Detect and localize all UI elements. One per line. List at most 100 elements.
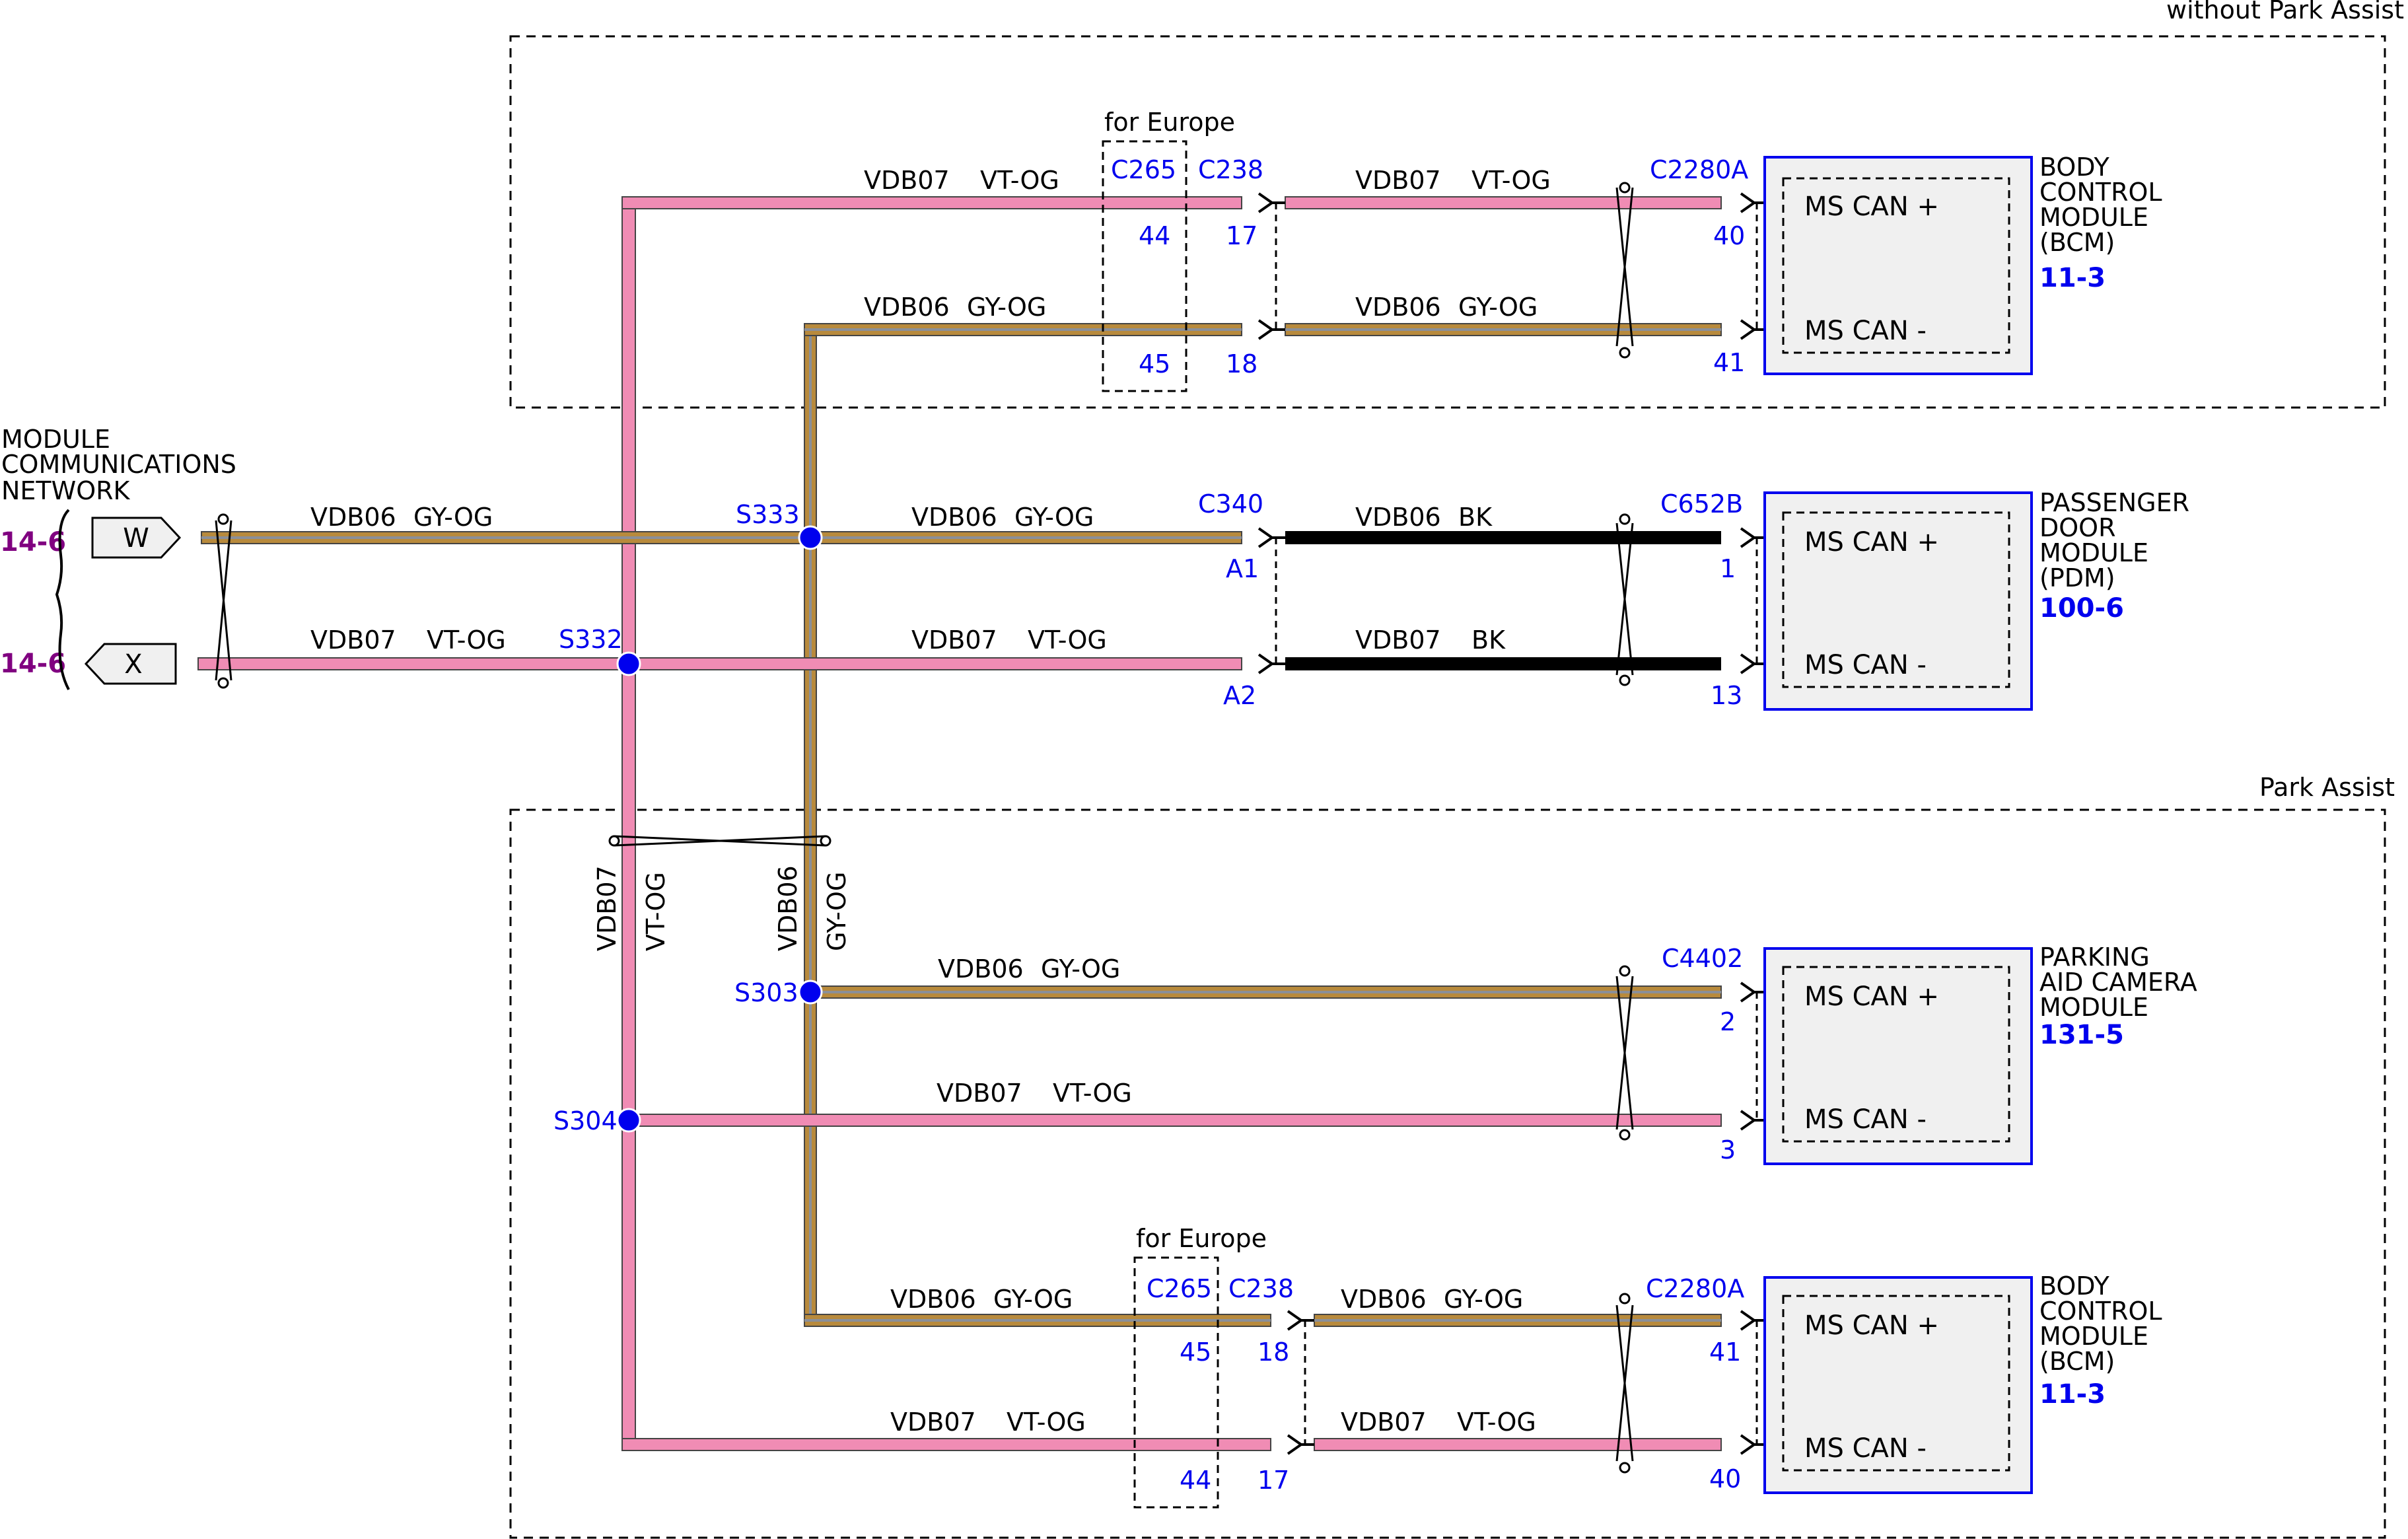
- svg-text:(BCM): (BCM): [2039, 228, 2115, 257]
- pin: A2: [1223, 681, 1256, 710]
- module-bcm-top: MS CAN + MS CAN -: [1763, 156, 2033, 375]
- network-ref-x[interactable]: 14-6: [0, 649, 66, 679]
- wire-label: GY-OG: [967, 293, 1046, 322]
- pin: 18: [1257, 1338, 1289, 1367]
- section-park-assist: [509, 808, 2386, 1539]
- network-label: MODULE COMMUNICATIONS NETWORK: [1, 425, 236, 505]
- module-label-pacm: PARKING AID CAMERA MODULE: [2039, 943, 2197, 1022]
- pin: 45: [1180, 1338, 1211, 1367]
- svg-text:(BCM): (BCM): [2039, 1347, 2115, 1376]
- wire-label: GY-OG: [1444, 1285, 1523, 1314]
- wire-vdb07-bk: [1285, 657, 1721, 670]
- pin: 1: [1720, 554, 1736, 583]
- svg-text:COMMUNICATIONS: COMMUNICATIONS: [1, 450, 236, 479]
- ref-pacm[interactable]: 131-5: [2039, 1020, 2124, 1050]
- section-label-park-assist: Park Assist: [2259, 773, 2395, 802]
- ref-pdm[interactable]: 100-6: [2039, 593, 2124, 624]
- connector-c652b: C652B: [1660, 489, 1743, 519]
- wire-label: VDB07: [592, 865, 621, 951]
- pin: 44: [1139, 221, 1170, 250]
- module-label-pdm: PASSENGER DOOR MODULE (PDM): [2039, 488, 2189, 592]
- pin: 2: [1720, 1007, 1736, 1036]
- svg-text:NETWORK: NETWORK: [1, 476, 131, 505]
- connector-c265-bottom: C265: [1147, 1274, 1212, 1303]
- pin: 41: [1709, 1338, 1741, 1367]
- wire-label: VDB06: [310, 503, 396, 532]
- connector-c4402: C4402: [1662, 944, 1743, 973]
- module-label-bcm-bottom: BODY CONTROL MODULE (BCM): [2039, 1271, 2162, 1376]
- wire-label: VT-OG: [1007, 1408, 1086, 1437]
- splice-label-s332: S332: [559, 625, 623, 654]
- svg-text:AID CAMERA: AID CAMERA: [2039, 968, 2197, 997]
- terminal-x-label: X: [124, 649, 142, 680]
- splice-label-s304: S304: [553, 1106, 618, 1135]
- twisted-pair-top-bcm: [1615, 182, 1634, 359]
- wire-label: VT-OG: [1053, 1079, 1132, 1108]
- ref-bcm-bottom[interactable]: 11-3: [2039, 1379, 2106, 1410]
- connector-c265-top: C265: [1111, 155, 1176, 184]
- svg-text:MODULE: MODULE: [2039, 993, 2148, 1022]
- pin: 40: [1713, 221, 1745, 250]
- module-label-bcm-top: BODY CONTROL MODULE (BCM): [2039, 153, 2162, 257]
- pin: 13: [1711, 681, 1742, 710]
- wire-label: VT-OG: [641, 872, 670, 951]
- svg-text:MODULE: MODULE: [2039, 203, 2148, 232]
- network-brace: [55, 509, 70, 690]
- wire-label: VDB06: [1355, 503, 1441, 532]
- wire-label: VDB06: [1355, 293, 1441, 322]
- terminal-w: [91, 517, 182, 559]
- wire-label: VDB06: [890, 1285, 976, 1314]
- twisted-pair-pacm: [1615, 965, 1634, 1141]
- svg-text:BODY: BODY: [2039, 153, 2109, 182]
- wire-vdb07-vertical: [621, 196, 636, 1451]
- svg-text:CONTROL: CONTROL: [2039, 178, 2162, 207]
- pin: A1: [1226, 554, 1259, 583]
- wire-vdb07-pacm: [628, 1114, 1722, 1127]
- for-europe-top-label: for Europe: [1104, 108, 1235, 137]
- section-without-park-assist: [509, 35, 2386, 409]
- splice-s332: [616, 651, 641, 676]
- can-plus-label: MS CAN +: [1804, 982, 1939, 1012]
- splice-s304: [616, 1108, 641, 1133]
- wire-label: VDB07: [864, 166, 950, 195]
- svg-text:PARKING: PARKING: [2039, 943, 2150, 972]
- wire-vdb07-bottom-left: [621, 1438, 1271, 1451]
- wire-label: VDB06: [773, 865, 802, 951]
- ref-bcm-top[interactable]: 11-3: [2039, 263, 2106, 293]
- twisted-pair-bottom-bcm: [1615, 1293, 1634, 1474]
- can-minus-label: MS CAN -: [1804, 1104, 1927, 1135]
- module-bcm-bottom: MS CAN + MS CAN -: [1763, 1276, 2033, 1494]
- wire-label: VDB06: [911, 503, 997, 532]
- for-europe-bottom-box: [1133, 1256, 1219, 1509]
- connector-c238-top: C238: [1198, 155, 1263, 184]
- wire-label: VDB07: [310, 626, 396, 655]
- terminal-x: [84, 643, 177, 685]
- svg-text:MODULE: MODULE: [2039, 1322, 2148, 1351]
- can-plus-label: MS CAN +: [1804, 1310, 1939, 1341]
- twisted-pair-network: [215, 513, 232, 689]
- svg-text:BODY: BODY: [2039, 1271, 2109, 1301]
- svg-text:MODULE: MODULE: [1, 425, 110, 454]
- can-plus-label: MS CAN +: [1804, 527, 1939, 557]
- module-pdm: MS CAN + MS CAN -: [1763, 491, 2033, 711]
- svg-text:PASSENGER: PASSENGER: [2039, 488, 2189, 517]
- network-ref-w[interactable]: 14-6: [0, 527, 66, 557]
- twisted-pair-pdm: [1615, 513, 1634, 686]
- pin: 44: [1180, 1466, 1211, 1495]
- connector-c2280a-top: C2280A: [1650, 155, 1748, 184]
- pin: 40: [1709, 1464, 1741, 1493]
- pin: 3: [1720, 1135, 1736, 1164]
- pin: 18: [1226, 349, 1257, 378]
- pin: 17: [1226, 221, 1257, 250]
- wire-vdb07-top-right: [1285, 196, 1722, 209]
- wire-label: GY-OG: [1014, 503, 1094, 532]
- wire-label: GY-OG: [993, 1285, 1073, 1314]
- wire-vdb07-top-left: [621, 196, 1242, 209]
- pin: 17: [1257, 1466, 1289, 1495]
- can-plus-label: MS CAN +: [1804, 192, 1939, 222]
- module-pacm: MS CAN + MS CAN -: [1763, 947, 2033, 1165]
- for-europe-top-box: [1102, 140, 1187, 392]
- wire-label: BK: [1458, 503, 1493, 532]
- can-minus-label: MS CAN -: [1804, 1433, 1927, 1464]
